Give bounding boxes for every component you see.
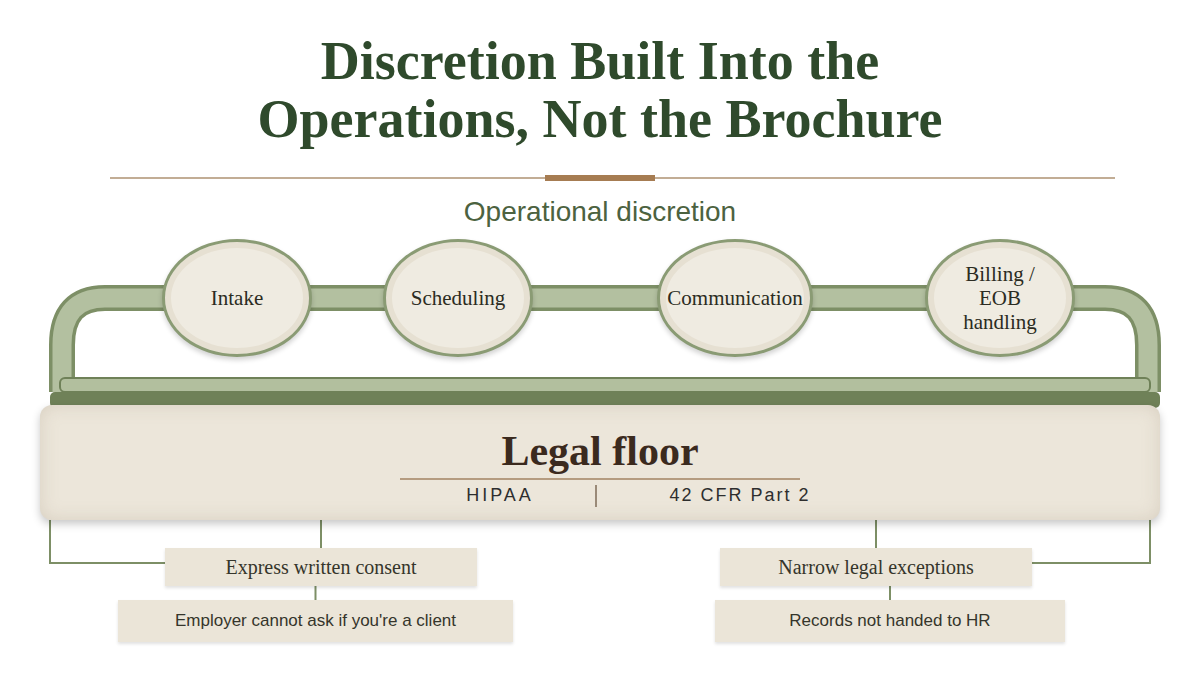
connector [315,586,316,600]
node-title: Express written consent [225,556,416,579]
connector [321,520,322,548]
connector-stroke [529,289,661,308]
connector [890,586,891,600]
connector-stroke [315,586,317,600]
bracket-line [50,520,165,563]
connector-stroke [529,285,661,311]
section-label: Operational discretion [0,196,1200,228]
title: Discretion Built Into the Operations, No… [190,32,1010,148]
node-detail: HIPAA [450,485,550,506]
connector-stroke [308,285,387,311]
connector [809,298,929,299]
connector-stroke [809,285,929,311]
node-title: Employer cannot ask if you're a client [175,611,456,631]
connector-stroke [875,520,877,548]
process-oval: Communication [657,239,813,357]
paper-label: Express written consent [165,548,477,586]
node-title: Narrow legal exceptions [778,556,973,579]
green-layer [60,378,1150,392]
connector-stroke [809,289,929,308]
connector [529,298,661,299]
paper-label: Narrow legal exceptions [720,548,1032,586]
connector-stroke [308,289,387,308]
paper-label: Employer cannot ask if you're a client [118,600,513,642]
separator [595,485,597,507]
bracket-line [1032,520,1150,563]
process-oval: Billing / EOB handling [925,239,1075,357]
node-title: Records not handed to HR [789,611,990,631]
node-title: Legal floor [40,427,1160,475]
paper-label: Records not handed to HR [715,600,1065,642]
rule-accent [545,175,655,181]
process-oval: Intake [162,239,312,357]
node-title: Billing / EOB handling [942,262,1058,334]
node-title: Communication [667,286,802,310]
node-title: Intake [211,286,263,310]
node-detail: 42 CFR Part 2 [640,485,840,506]
connector-stroke [320,520,322,548]
foundation-slab: Legal floorHIPAA 42 CFR Part 2 [40,405,1160,520]
connector [308,298,387,299]
heading-rule [400,478,800,480]
process-oval: Scheduling [383,239,533,357]
connector [876,520,877,548]
node-title: Scheduling [411,286,506,310]
connector-stroke [889,586,891,600]
